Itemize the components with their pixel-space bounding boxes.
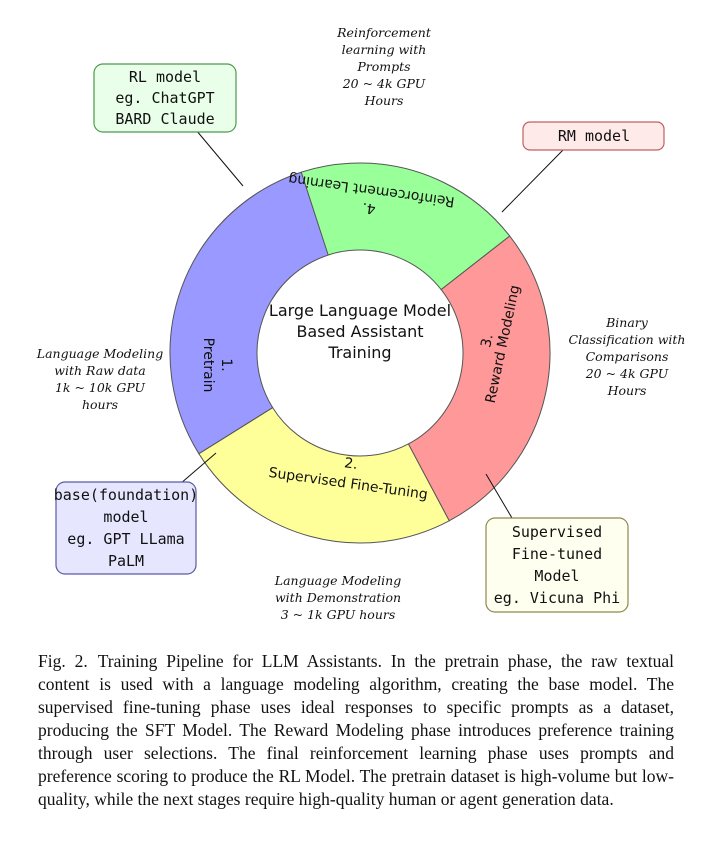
rl-model-box: RL model eg. ChatGPT BARD Claude bbox=[93, 63, 237, 133]
note-supervised-fine-tuning: Language Modeling with Demonstration 3 ~… bbox=[274, 573, 401, 622]
note-reward-line-1: Binary bbox=[605, 315, 649, 330]
note-sft-line-3: 3 ~ 1k GPU hours bbox=[281, 607, 396, 622]
stage-sft-number: 2. bbox=[343, 455, 358, 473]
rm-model-box: RM model bbox=[522, 121, 665, 151]
ring-segment-pretrain bbox=[169, 171, 329, 455]
connector-rl-model bbox=[195, 129, 244, 187]
note-pretrain: Language Modeling with Raw data 1k ~ 10k… bbox=[36, 346, 163, 412]
sft-model-line-1: Supervised bbox=[512, 523, 602, 541]
note-reinforcement-learning: Reinforcement learning with Prompts 20 ~… bbox=[336, 25, 432, 108]
note-reward-line-4: 20 ~ 4k GPU bbox=[585, 366, 669, 381]
base-model-line-2: model bbox=[103, 508, 148, 526]
note-sft-line-2: with Demonstration bbox=[275, 590, 401, 605]
rm-model-line-1: RM model bbox=[558, 127, 630, 145]
note-rl-line-1: Reinforcement bbox=[336, 25, 432, 40]
stage-pretrain-number: 1. bbox=[218, 358, 234, 371]
center-title-line-1: Large Language Model bbox=[269, 301, 451, 320]
note-pretrain-line-3: 1k ~ 10k GPU bbox=[55, 380, 146, 395]
note-sft-line-1: Language Modeling bbox=[274, 573, 401, 588]
figure-caption: Fig. 2.Training Pipeline for LLM Assista… bbox=[38, 650, 674, 811]
stage-pretrain-label: 1. Pretrain bbox=[200, 338, 234, 393]
sft-model-line-4: eg. Vicuna Phi bbox=[494, 589, 620, 607]
note-rl-line-4: 20 ~ 4k GPU bbox=[342, 76, 426, 91]
base-model-line-1: base(foundation) bbox=[54, 486, 199, 504]
base-model-line-3: eg. GPT LLama bbox=[67, 530, 184, 548]
training-pipeline-diagram: Large Language Model Based Assistant Tra… bbox=[36, 25, 686, 622]
note-rl-line-5: Hours bbox=[364, 93, 404, 108]
center-title: Large Language Model Based Assistant Tra… bbox=[269, 301, 451, 362]
figure-caption-text: Training Pipeline for LLM Assistants. In… bbox=[38, 651, 674, 809]
sft-model-line-3: Model bbox=[534, 567, 579, 585]
rl-model-line-3: BARD Claude bbox=[115, 110, 214, 128]
figure-label: Fig. 2. bbox=[38, 651, 88, 671]
center-title-line-3: Training bbox=[327, 343, 391, 362]
ring-segment-reward-modeling bbox=[407, 235, 551, 522]
base-model-line-4: PaLM bbox=[108, 552, 144, 570]
base-model-box: base(foundation) model eg. GPT LLama PaL… bbox=[54, 481, 199, 575]
note-reward-modeling: Binary Classification with Comparisons 2… bbox=[569, 315, 686, 398]
note-rl-line-3: Prompts bbox=[356, 59, 410, 74]
note-reward-line-5: Hours bbox=[607, 383, 647, 398]
note-pretrain-line-1: Language Modeling bbox=[36, 346, 163, 361]
rl-model-line-1: RL model bbox=[129, 68, 201, 86]
stage-reward-number: 3. bbox=[478, 333, 496, 349]
sft-model-line-2: Fine-tuned bbox=[512, 545, 602, 563]
rl-model-line-2: eg. ChatGPT bbox=[115, 89, 214, 107]
note-reward-line-3: Comparisons bbox=[586, 349, 669, 364]
note-pretrain-line-2: with Raw data bbox=[54, 363, 146, 378]
connector-sft-model bbox=[485, 473, 513, 519]
connector-base-model bbox=[179, 452, 217, 485]
sft-model-box: Supervised Fine-tuned Model eg. Vicuna P… bbox=[485, 517, 629, 613]
stage-pretrain-name: Pretrain bbox=[200, 338, 216, 393]
ring-segment-supervised-fine-tuning bbox=[198, 406, 450, 544]
center-title-line-2: Based Assistant bbox=[296, 322, 423, 341]
connector-rm-model bbox=[501, 149, 564, 213]
note-pretrain-line-4: hours bbox=[82, 397, 118, 412]
stage-rl-number: 4. bbox=[361, 199, 376, 217]
note-reward-line-2: Classification with bbox=[569, 332, 686, 347]
note-rl-line-2: learning with bbox=[342, 42, 427, 57]
